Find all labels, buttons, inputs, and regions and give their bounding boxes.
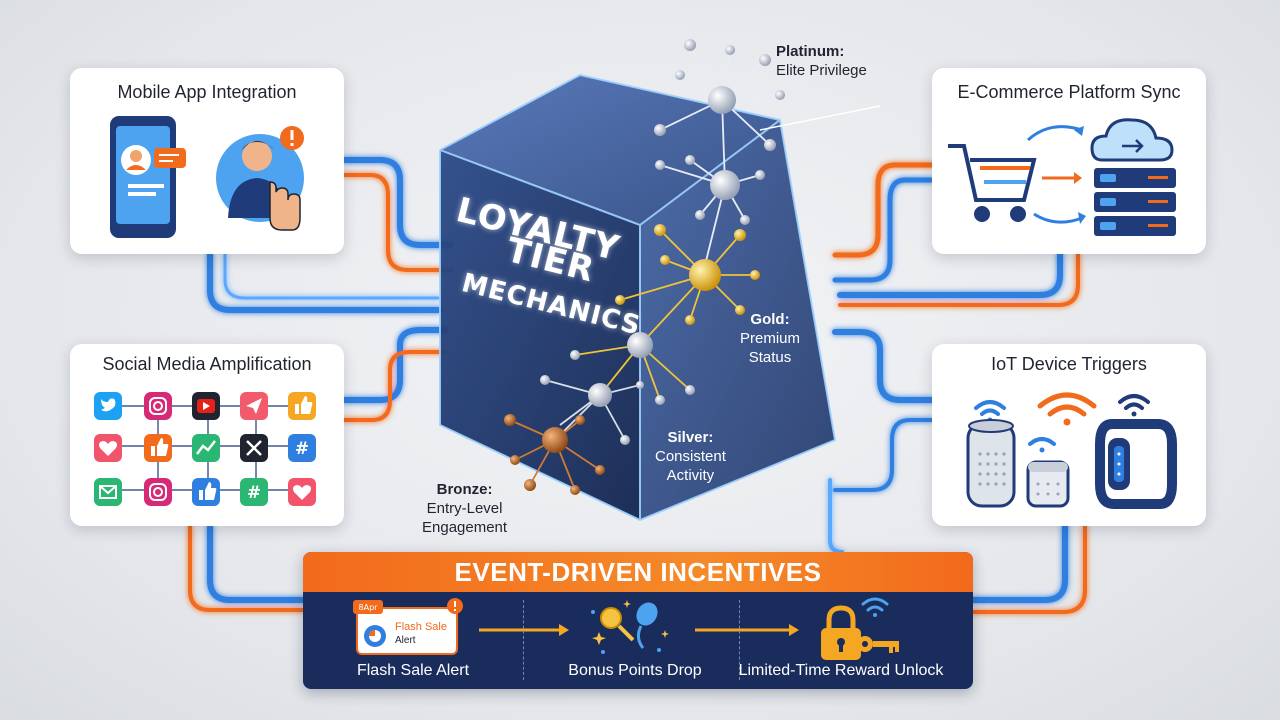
step-limited-time-reward: Limited-Time Reward Unlock bbox=[738, 662, 944, 679]
svg-text:#: # bbox=[295, 439, 309, 459]
step-bonus-points-drop: Bonus Points Drop bbox=[568, 662, 702, 679]
tier-silver-desc-2: Activity bbox=[666, 467, 715, 484]
twitter-icon bbox=[94, 392, 122, 420]
step-flash-sale-alert: Flash Sale Alert bbox=[356, 662, 470, 679]
card-ecommerce-title: E-Commerce Platform Sync bbox=[957, 82, 1181, 102]
like-icon bbox=[288, 392, 316, 420]
cube-right-face bbox=[640, 120, 835, 520]
flash-card-line2: Alert bbox=[395, 635, 416, 646]
wire-iot-2 bbox=[833, 418, 934, 492]
wire-social-3 bbox=[188, 524, 305, 612]
hashtag-icon: # bbox=[240, 478, 268, 506]
loyalty-cube bbox=[439, 39, 880, 522]
tier-platinum-label: Platinum: Elite Privilege bbox=[776, 42, 867, 80]
wire-mobile-1 bbox=[341, 157, 453, 248]
instagram-icon bbox=[144, 392, 172, 420]
bonus-points-icon bbox=[591, 600, 669, 654]
wire-ecom-1 bbox=[832, 162, 935, 258]
wire-cube-event bbox=[828, 478, 844, 554]
smart-hub-icon bbox=[1026, 460, 1070, 508]
wifi-icon bbox=[861, 597, 889, 617]
event-panel-header: EVENT-DRIVEN INCENTIVES bbox=[303, 552, 973, 592]
heart-icon bbox=[94, 434, 122, 462]
smartphone-icon bbox=[110, 116, 186, 238]
wire-ecom-4 bbox=[838, 252, 1080, 307]
cloud-server-icon bbox=[1090, 118, 1176, 236]
tier-bronze-desc-1: Entry-Level bbox=[426, 500, 503, 517]
tier-bronze-name: Bronze: bbox=[436, 481, 493, 498]
step-divider bbox=[739, 600, 741, 680]
tier-platinum-name: Platinum: bbox=[776, 43, 845, 60]
wire-ecom-2 bbox=[832, 177, 935, 283]
card-social-title: Social Media Amplification bbox=[102, 354, 312, 374]
tier-silver-name: Silver: bbox=[667, 429, 714, 446]
arrow-icon bbox=[479, 624, 569, 636]
tier-bronze-label: Bronze: Entry-Level Engagement bbox=[422, 480, 507, 537]
tier-silver-desc-1: Consistent bbox=[655, 448, 726, 465]
instagram-icon bbox=[144, 478, 172, 506]
wire-mobile-4 bbox=[223, 252, 442, 300]
gold-nodes bbox=[615, 224, 760, 325]
tier-gold-name: Gold: bbox=[750, 311, 790, 328]
tier-gold-desc-2: Status bbox=[748, 349, 792, 366]
card-mobile-app: Mobile App Integration bbox=[70, 68, 344, 254]
lock-key-icon bbox=[821, 605, 899, 660]
svg-text:#: # bbox=[247, 483, 261, 503]
flash-sale-card-icon: 8Apr Flash Sale Alert bbox=[353, 598, 463, 655]
fitness-band-icon bbox=[1095, 419, 1177, 509]
mail-icon bbox=[94, 478, 122, 506]
tier-platinum-desc: Elite Privilege bbox=[776, 62, 867, 79]
silver-nodes bbox=[540, 332, 695, 445]
x-icon bbox=[240, 434, 268, 462]
flash-card-line1: Flash Sale bbox=[395, 621, 447, 633]
card-ecommerce: E-Commerce Platform Sync bbox=[932, 68, 1206, 254]
like-icon bbox=[144, 434, 172, 462]
card-iot-title: IoT Device Triggers bbox=[991, 354, 1147, 374]
wire-mobile-2 bbox=[342, 173, 454, 272]
tier-gold-label: Gold: Premium Status bbox=[740, 310, 800, 367]
card-social-media: Social Media Amplification # # bbox=[70, 344, 344, 526]
sync-arrows bbox=[1026, 125, 1086, 224]
flash-card-tag: 8Apr bbox=[359, 603, 379, 612]
tier-gold-desc-1: Premium bbox=[740, 330, 801, 347]
platinum-nodes bbox=[654, 39, 785, 225]
arrow-icon bbox=[695, 624, 799, 636]
wire-iot-1 bbox=[832, 329, 935, 403]
tier-bronze-desc-2: Engagement bbox=[422, 519, 508, 536]
wire-mobile-3 bbox=[207, 251, 443, 313]
event-incentives-panel: EVENT-DRIVEN INCENTIVES 8Apr Flash Sale … bbox=[303, 552, 973, 689]
wire-iot-3 bbox=[970, 523, 1068, 603]
wifi-icon bbox=[974, 392, 1150, 453]
bronze-nodes bbox=[504, 414, 605, 495]
user-tap-icon bbox=[216, 134, 304, 231]
heart-icon bbox=[288, 478, 316, 506]
alert-icon bbox=[280, 126, 304, 150]
wire-ecom-3 bbox=[837, 251, 1063, 298]
share-icon bbox=[240, 392, 268, 420]
youtube-icon bbox=[192, 392, 220, 420]
wire-social-2 bbox=[342, 350, 447, 422]
tier-silver-label: Silver: Consistent Activity bbox=[655, 428, 726, 485]
shopping-cart-icon bbox=[948, 144, 1037, 222]
step-divider bbox=[523, 600, 525, 680]
like-icon bbox=[192, 478, 220, 506]
trend-icon bbox=[192, 434, 220, 462]
cube-left-face bbox=[440, 150, 640, 520]
wire-iot-4 bbox=[971, 524, 1087, 614]
card-mobile-title: Mobile App Integration bbox=[117, 82, 297, 102]
hashtag-icon: # bbox=[288, 434, 316, 462]
card-iot: IoT Device Triggers bbox=[932, 344, 1206, 526]
wire-social-4 bbox=[207, 523, 306, 603]
smart-speaker-icon bbox=[966, 419, 1016, 508]
